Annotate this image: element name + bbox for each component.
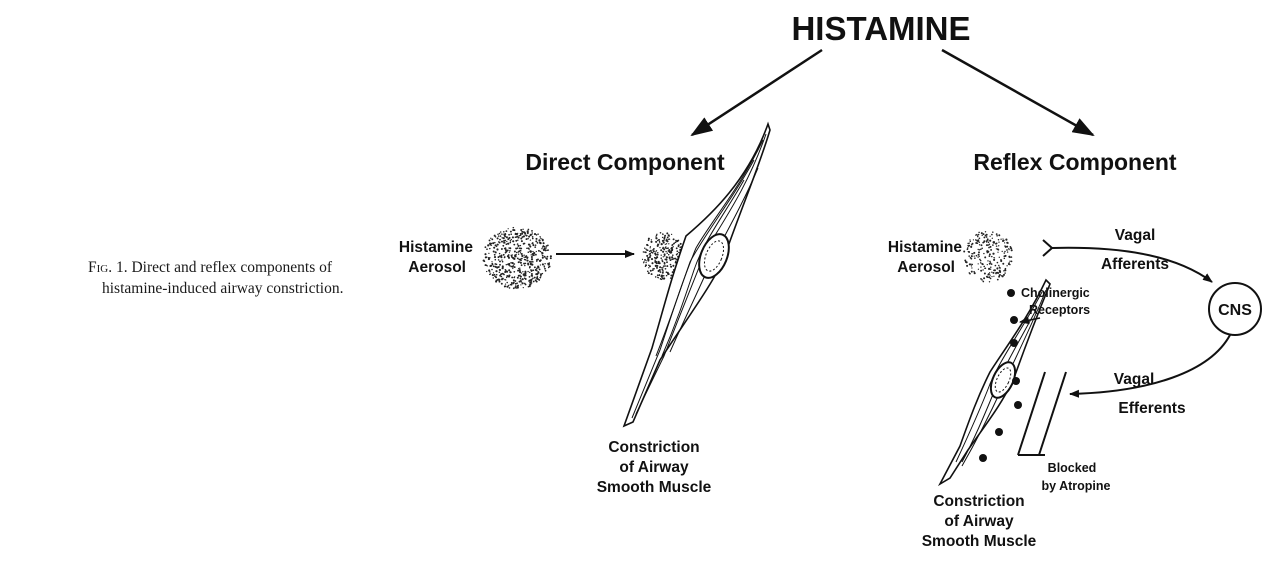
reflex-result-line-1: Constriction xyxy=(933,493,1024,510)
vagal-efferent-label-1: Vagal xyxy=(1114,371,1155,388)
direct-result-line-3: Smooth Muscle xyxy=(597,479,712,496)
direct-result-line-1: Constriction xyxy=(608,439,699,456)
blocked-label-1: Blocked xyxy=(1048,461,1097,475)
direct-aerosol-label-2: Aerosol xyxy=(408,259,466,276)
atropine-block-bars xyxy=(1018,372,1066,455)
reflex-aerosol-label-2: Aerosol xyxy=(897,259,955,276)
title: HISTAMINE xyxy=(791,10,970,47)
vagal-afferent-label-1: Vagal xyxy=(1115,227,1156,244)
receptors-label-1: Cholinergic xyxy=(1021,286,1090,300)
blocked-label-2: by Atropine xyxy=(1042,479,1111,493)
direct-aerosol-label-1: Histamine xyxy=(399,239,473,256)
reflex-result-line-3: Smooth Muscle xyxy=(922,533,1037,550)
reflex-result-line-2: of Airway xyxy=(944,513,1014,530)
direct-heading: Direct Component xyxy=(525,149,725,175)
receptors-label-2: Receptors xyxy=(1029,303,1090,317)
reflex-heading: Reflex Component xyxy=(973,149,1177,175)
direct-aerosol-cloud xyxy=(483,227,552,289)
arrow-to-reflex xyxy=(942,50,1093,135)
reflex-aerosol-label-1: Histamine xyxy=(888,239,962,256)
reflex-aerosol-cloud xyxy=(963,231,1013,282)
cns-label: CNS xyxy=(1218,302,1252,319)
arrow-to-direct xyxy=(692,50,822,135)
vagal-efferent-label-2: Efferents xyxy=(1118,400,1185,417)
afferent-nerve-ending xyxy=(1043,240,1052,256)
direct-result-line-2: of Airway xyxy=(619,459,689,476)
vagal-afferent-label-2: Afferents xyxy=(1101,256,1169,273)
